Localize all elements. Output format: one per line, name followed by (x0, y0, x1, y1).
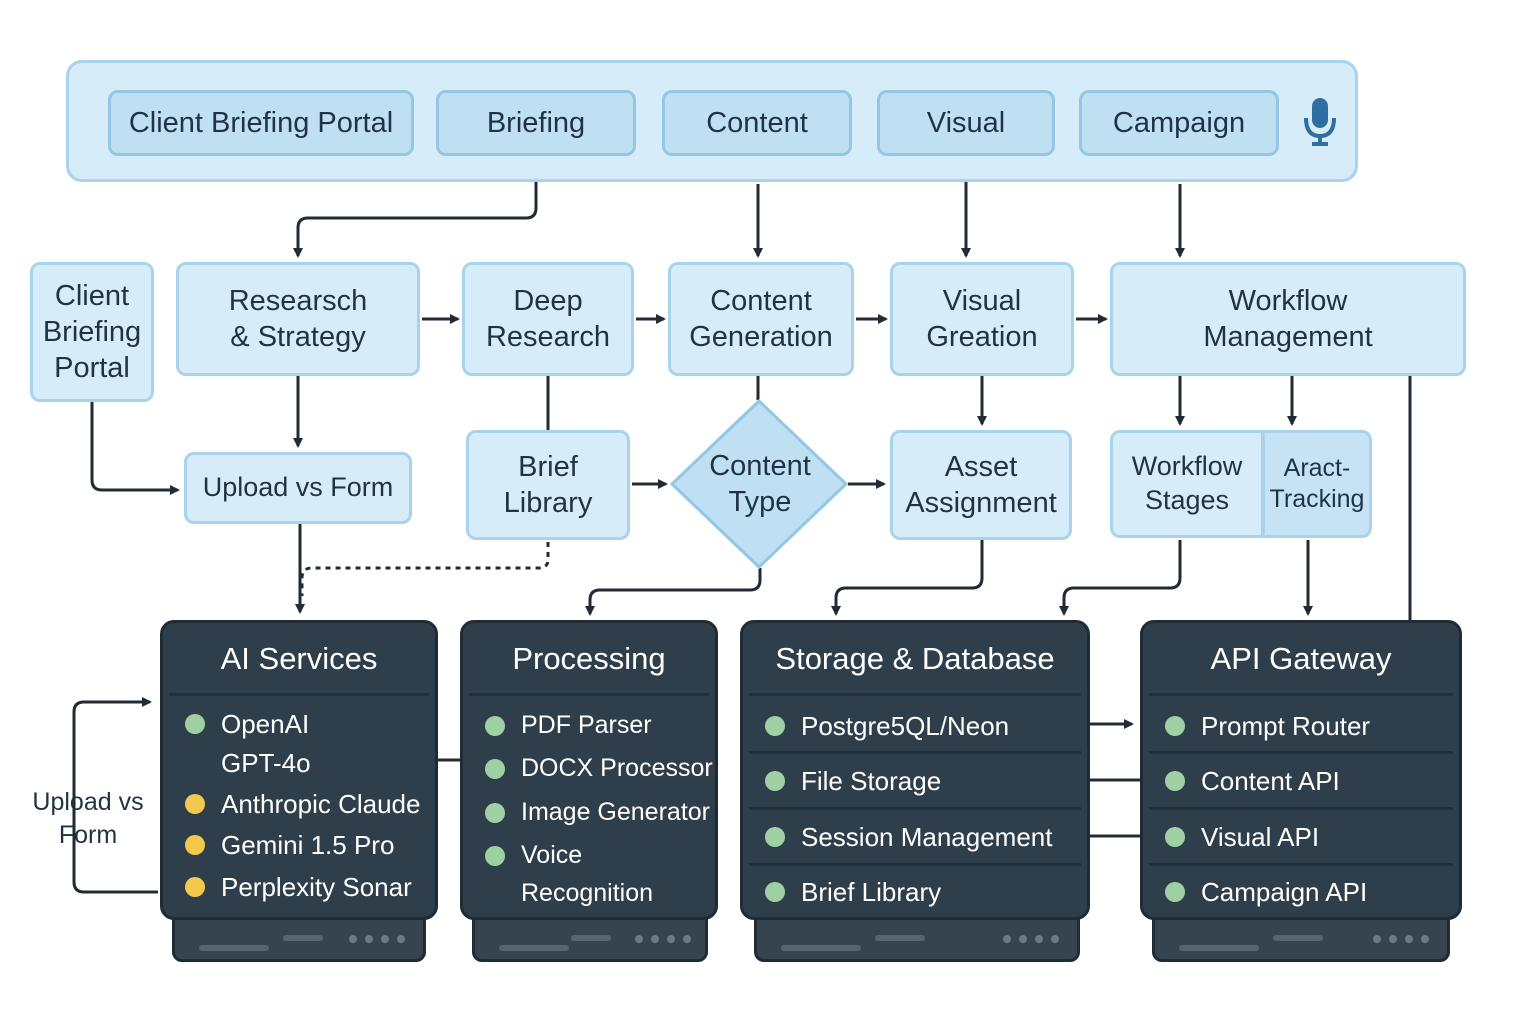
status-green-dot (765, 882, 785, 902)
client-briefing-portal-box[interactable]: Client Briefing Portal (30, 262, 154, 402)
arrow-stages-storage (1059, 540, 1182, 616)
status-green-dot (185, 714, 205, 734)
processing-panel: Processing PDF Parser DOCX Processor Ima… (460, 620, 718, 920)
status-green-dot (485, 716, 505, 736)
arrow-diamond-processing (585, 568, 762, 616)
research-strategy-box[interactable]: Researsch & Strategy (176, 262, 420, 376)
status-green-dot (765, 716, 785, 736)
arrow-asset-storage (831, 540, 984, 616)
processing-item-pdf[interactable]: PDF Parser (485, 707, 652, 745)
ai-services-title: AI Services (220, 641, 378, 676)
api-item-content[interactable]: Content API (1165, 762, 1340, 801)
storage-item-session[interactable]: Session Management (765, 818, 1052, 857)
api-item-campaign[interactable]: Campaign API (1165, 873, 1367, 912)
status-yellow-dot (185, 835, 205, 855)
processing-title: Processing (512, 641, 666, 676)
ai-item-anthropic[interactable]: Anthropic Claude (185, 785, 420, 824)
status-yellow-dot (185, 794, 205, 814)
storage-database-panel: Storage & Database Postgre5QL/Neon File … (740, 620, 1090, 920)
status-green-dot (485, 803, 505, 823)
arrow-briefing-research (293, 156, 538, 258)
tab-campaign[interactable]: Campaign (1079, 90, 1279, 156)
ai-services-panel: AI Services OpenAI GPT-4o Anthropic Clau… (160, 620, 438, 920)
asset-assignment-box[interactable]: Asset Assignment (890, 430, 1072, 540)
api-gateway-panel: API Gateway Prompt Router Content API Vi… (1140, 620, 1462, 920)
ai-item-perplexity[interactable]: Perplexity Sonar (185, 868, 412, 907)
storage-item-brief-library[interactable]: Brief Library (765, 873, 941, 912)
storage-item-file[interactable]: File Storage (765, 762, 941, 801)
ai-item-gemini[interactable]: Gemini 1.5 Pro (185, 826, 394, 865)
status-green-dot (1165, 771, 1185, 791)
processing-item-voice[interactable]: Voice Recognition (485, 837, 715, 912)
aract-tracking-box[interactable]: Aract- Tracking (1262, 430, 1372, 538)
processing-item-docx[interactable]: DOCX Processor (485, 750, 713, 788)
status-green-dot (1165, 827, 1185, 847)
tab-client-briefing-portal[interactable]: Client Briefing Portal (108, 90, 414, 156)
tab-briefing[interactable]: Briefing (436, 90, 636, 156)
deep-research-box[interactable]: Deep Research (462, 262, 634, 376)
content-generation-box[interactable]: Content Generation (668, 262, 854, 376)
api-item-prompt-router[interactable]: Prompt Router (1165, 707, 1370, 746)
status-green-dot (1165, 716, 1185, 736)
workflow-management-box[interactable]: Workflow Management (1110, 262, 1466, 376)
workflow-stages-box[interactable]: Workflow Stages (1110, 430, 1264, 538)
brief-library-box[interactable]: Brief Library (466, 430, 630, 540)
status-green-dot (765, 827, 785, 847)
storage-item-postgres[interactable]: Postgre5QL/Neon (765, 707, 1009, 746)
content-type-label: Content Type (709, 449, 811, 518)
upload-vs-form-box[interactable]: Upload vs Form (184, 452, 412, 524)
status-green-dot (485, 759, 505, 779)
processing-server-base (472, 912, 708, 962)
visual-creation-box[interactable]: Visual Greation (890, 262, 1074, 376)
processing-item-image[interactable]: Image Generator (485, 794, 710, 832)
arrow-portal-upload (90, 402, 180, 495)
tab-visual[interactable]: Visual (877, 90, 1055, 156)
dotted-brief-ai (300, 542, 550, 596)
api-item-visual[interactable]: Visual API (1165, 818, 1319, 857)
api-gateway-title: API Gateway (1210, 641, 1392, 676)
status-green-dot (765, 771, 785, 791)
ai-item-openai[interactable]: OpenAI GPT-4o (185, 705, 311, 783)
status-green-dot (485, 846, 505, 866)
upload-vs-form-label: Upload vs Form (32, 788, 144, 849)
status-green-dot (1165, 882, 1185, 902)
tab-content[interactable]: Content (662, 90, 852, 156)
content-type-diamond[interactable] (668, 398, 850, 570)
status-yellow-dot (185, 877, 205, 897)
loop-upload-form (72, 697, 158, 894)
microphone-icon[interactable] (1300, 96, 1340, 148)
storage-title: Storage & Database (775, 641, 1055, 676)
